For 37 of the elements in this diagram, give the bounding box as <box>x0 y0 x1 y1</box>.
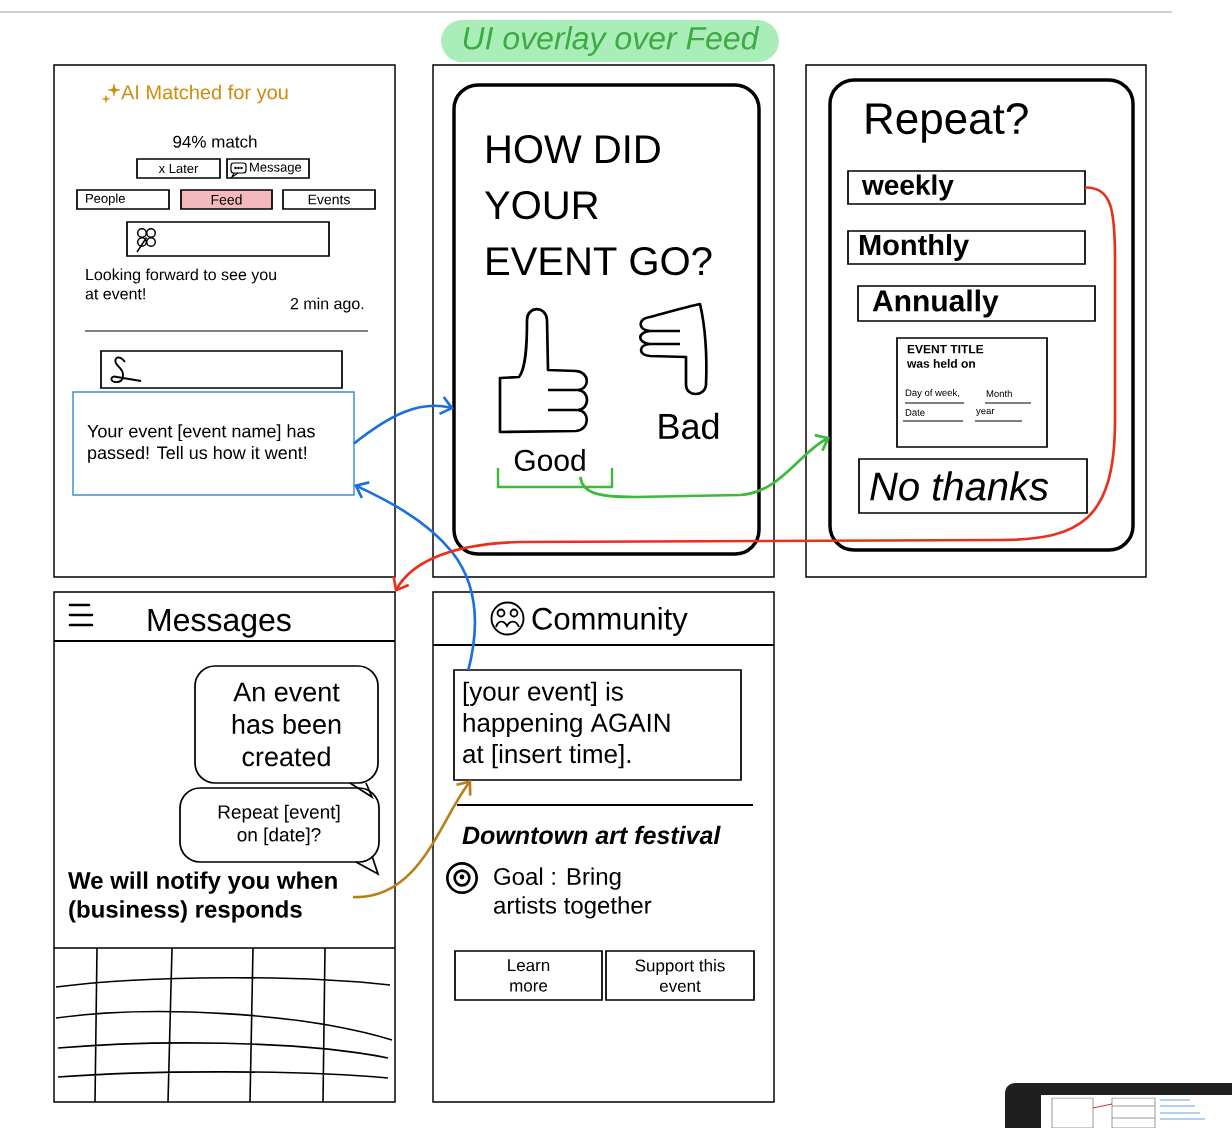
event-title: Downtown art festival <box>462 825 721 845</box>
caption: Good <box>514 448 585 471</box>
event-box: [your event] is happening AGAIN at [insert time]. <box>453 669 742 781</box>
list-item <box>100 350 343 389</box>
option-button: weekly <box>847 170 1086 205</box>
button: Learn more <box>454 950 603 1001</box>
match-score: 94% match <box>173 135 257 148</box>
arrow <box>353 396 454 445</box>
arrow <box>579 433 830 499</box>
option-button: Monthly <box>847 230 1086 265</box>
field-label: Month <box>986 390 1012 397</box>
arrow <box>354 481 477 671</box>
title-banner: UI overlay over Feed <box>441 20 779 62</box>
phone-frame <box>432 64 775 578</box>
goal-text: Goal : Bring artists together <box>494 867 652 919</box>
tab: People <box>76 189 170 210</box>
message-text: Looking forward to see you at event! <box>85 268 277 300</box>
button: Support this event <box>605 950 755 1001</box>
phone-frame <box>53 64 396 578</box>
phone-frame <box>805 64 1147 578</box>
arrow <box>352 780 472 899</box>
tab: Feed <box>180 189 273 210</box>
option-button: No thanks <box>858 458 1088 514</box>
field-label: Day of week, <box>905 389 959 398</box>
speech-bubble: An event has been created <box>194 665 379 800</box>
tagline: AI Matched for you <box>121 84 288 104</box>
field-label: Date <box>905 409 925 416</box>
list-item <box>126 221 330 257</box>
caption: Bad <box>659 412 719 440</box>
notification-box: Your event [event name] has passed! Tell us how it went! <box>72 391 355 496</box>
field-label: year <box>976 408 995 417</box>
button: Message <box>226 158 310 179</box>
timestamp: 2 min ago. <box>290 297 364 313</box>
button: x Later <box>136 158 221 179</box>
arrow <box>392 186 1117 592</box>
tab: Events <box>282 189 376 210</box>
option-button: Annually <box>857 285 1096 322</box>
